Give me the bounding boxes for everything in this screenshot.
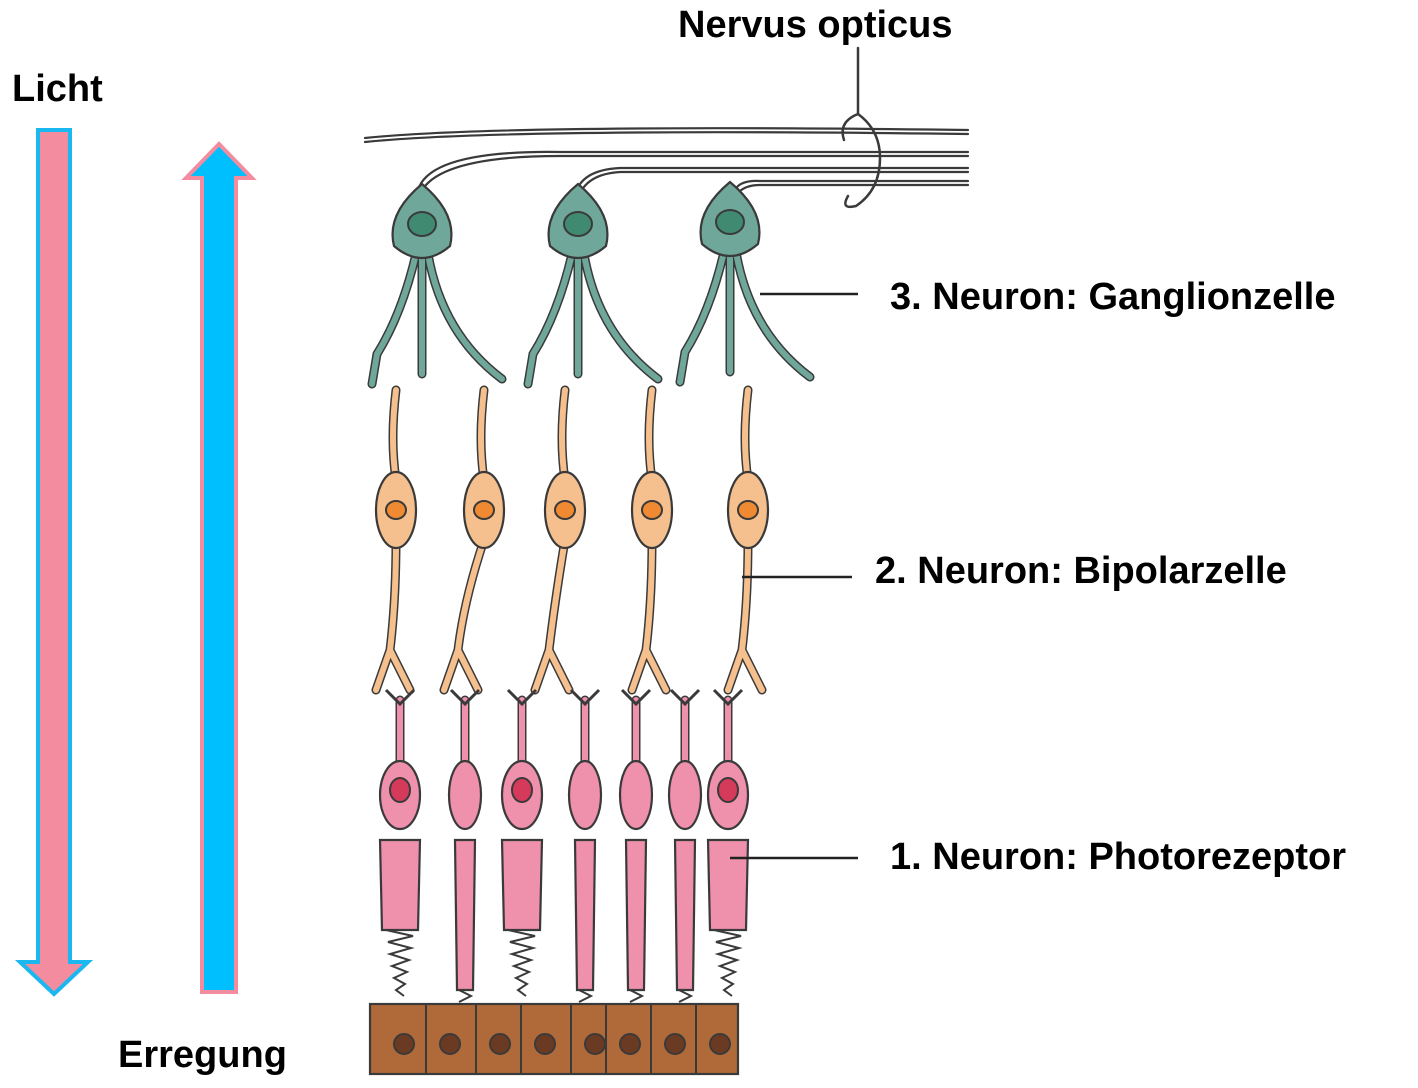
photoreceptor-cell <box>380 690 420 996</box>
epithelium-nucleus <box>620 1034 640 1054</box>
epithelium-nucleus <box>440 1034 460 1054</box>
bipolar-cell <box>444 390 504 690</box>
erregung-label: Erregung <box>118 1034 287 1077</box>
erregung-arrow-icon <box>186 144 252 992</box>
photoreceptor-label: 1. Neuron: Photorezeptor <box>890 836 1346 879</box>
epithelium-nucleus <box>665 1034 685 1054</box>
bipolar-cell <box>728 390 768 690</box>
epithelium-nucleus <box>490 1034 510 1054</box>
bipolar-cell <box>376 390 416 690</box>
ganglion-cell-layer <box>372 182 810 384</box>
photoreceptor-cell <box>708 690 748 996</box>
ganglion-cell <box>680 182 810 382</box>
optic-nerve-fibers <box>365 48 968 207</box>
nervus-opticus-label: Nervus opticus <box>678 4 953 47</box>
epithelium-nucleus <box>585 1034 605 1054</box>
photoreceptor-cell <box>569 690 601 1002</box>
pigment-epithelium-layer <box>370 1004 738 1074</box>
ganglion-cell-label: 3. Neuron: Ganglionzelle <box>890 276 1336 319</box>
licht-label: Licht <box>12 68 103 111</box>
licht-arrow-icon <box>20 130 88 994</box>
bipolar-cell-label: 2. Neuron: Bipolarzelle <box>875 550 1287 593</box>
epithelium-nucleus <box>710 1034 730 1054</box>
photoreceptor-cell <box>502 690 542 996</box>
ganglion-cell <box>372 184 502 384</box>
bipolar-cell <box>535 390 585 690</box>
bipolar-cell <box>632 390 672 690</box>
epithelium-nucleus <box>394 1034 414 1054</box>
epithelium-nucleus <box>535 1034 555 1054</box>
ganglion-cell <box>528 184 658 384</box>
photoreceptor-cell <box>620 690 652 1002</box>
photoreceptor-cell <box>449 690 481 1002</box>
bipolar-cell-layer <box>376 390 768 690</box>
photoreceptor-cell <box>669 690 701 1002</box>
photoreceptor-layer <box>380 690 748 1002</box>
label-pointer-lines <box>730 294 858 858</box>
